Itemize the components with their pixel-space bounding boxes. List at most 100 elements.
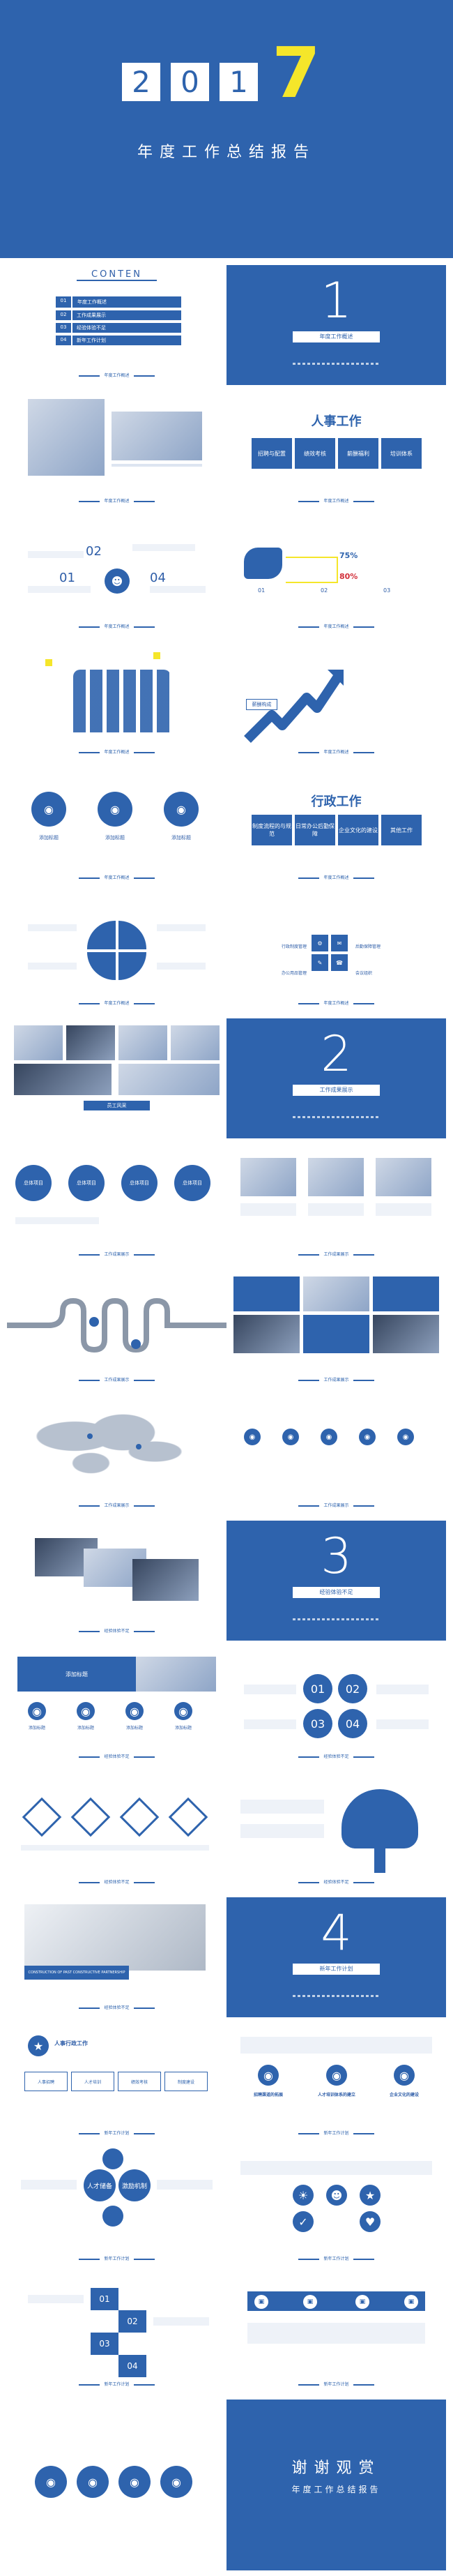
photo-slide: 年度工作概述 [7, 391, 227, 511]
collage-photo [118, 1025, 167, 1060]
plan-label: 人才培训体系的建立 [317, 2093, 355, 2097]
step-box: 04 [118, 2355, 146, 2377]
slide-footer: 工作成果展示 [227, 1251, 446, 1257]
feature-circle: ◉ [98, 792, 132, 827]
person-icon: ☻ [105, 568, 130, 594]
row-icon: ◉ [244, 1429, 261, 1445]
photo-collage-slide: 员工风采 [7, 1018, 227, 1138]
device-icon: ▣ [254, 2295, 268, 2309]
plan-icon: ◉ [326, 2065, 347, 2086]
laptop-photo [24, 1904, 206, 1971]
plan-icon: ◉ [394, 2065, 415, 2086]
admin-tile[interactable]: 日常办公后勤保障 [295, 815, 335, 845]
office-tiles-slide: 工作成果展示 [227, 1270, 446, 1389]
plan-tile[interactable]: 绩效考核 [118, 2072, 161, 2091]
slide-footer: 年度工作概述 [7, 497, 227, 504]
section-label: 工作成果展示 [293, 1085, 380, 1096]
icon-check: ✓ [293, 2211, 314, 2232]
slide-footer: 年度工作概述 [7, 372, 227, 378]
s3-icon: ◉ [174, 1702, 192, 1720]
plan-label: 企业文化的建设 [389, 2093, 419, 2097]
talent-slide: 人才储备 激励机制 新年工作计划 [7, 2148, 227, 2268]
progress-ticks [293, 1618, 380, 1620]
hr-tile[interactable]: 招聘与配置 [252, 438, 292, 469]
admin-tile[interactable]: 制度流程的与规范 [252, 815, 292, 845]
final-circle: ◉ [118, 2466, 151, 2498]
grid-label: 办公用品管理 [281, 971, 307, 976]
icon-person: ☻ [326, 2185, 347, 2206]
text-block [157, 963, 206, 970]
slide-footer: 新年工作计划 [7, 2381, 227, 2387]
s3-label: 添加标题 [77, 1726, 94, 1731]
card-photo [240, 1158, 296, 1196]
text-block [376, 1203, 431, 1216]
grid-label: 会议组织 [355, 971, 373, 976]
thanks-title: 谢谢观赏 [291, 2460, 381, 2477]
cover-title: 年度工作总结报告 [137, 144, 316, 161]
slide-footer: 工作成果展示 [7, 1251, 227, 1257]
circle-label: 添加标题 [105, 835, 125, 841]
banner-photo [136, 1657, 216, 1692]
growth-arrow [244, 670, 344, 743]
hr-tile[interactable]: 薪酬福利 [338, 438, 378, 469]
admin-tile[interactable]: 企业文化的建设 [338, 815, 378, 845]
hr-tile[interactable]: 培训体系 [381, 438, 422, 469]
section-number: 4 [321, 1904, 352, 1961]
section-number: 2 [321, 1025, 352, 1083]
map-slide: 工作成果展示 [7, 1395, 227, 1515]
slide-footer: 年度工作概述 [227, 623, 446, 629]
text-block [28, 2295, 84, 2303]
yellow-marker [45, 659, 52, 666]
num-circle: 03 [303, 1709, 332, 1738]
row-icon: ◉ [321, 1429, 337, 1445]
icon-heart: ♥ [360, 2211, 381, 2232]
tree-slide: 经验体验不足 [227, 1772, 446, 1892]
road-marker [89, 1317, 99, 1327]
digit-box-2: 0 [171, 63, 209, 101]
thanks-slide: 谢谢观赏 年度工作总结报告 [227, 2400, 446, 2570]
section2-slide: 2 工作成果展示 [227, 1018, 446, 1138]
plan-tile[interactable]: 人事招聘 [24, 2072, 68, 2091]
circle-label: 添加标题 [171, 835, 191, 841]
circles3-slide: ◉ ◉ ◉ 添加标题 添加标题 添加标题 年度工作概述 [7, 767, 227, 887]
talent-circle-small [102, 2206, 123, 2227]
header-bar [247, 2291, 425, 2311]
collage-photo [171, 1025, 220, 1060]
bracket-line [286, 557, 338, 583]
stat-num-01: 01 [258, 587, 266, 594]
banner-label: 添加标题 [66, 1671, 88, 1678]
tile-blue [373, 1276, 439, 1311]
talent-circle: 人才储备 [84, 2169, 116, 2201]
talent-circle: 激励机制 [118, 2169, 151, 2201]
plan-tile[interactable]: 人才培训 [71, 2072, 114, 2091]
map-pin [136, 1444, 141, 1449]
plan-tile[interactable]: 制度建设 [164, 2072, 208, 2091]
device-icon: ▣ [355, 2295, 369, 2309]
row-icon: ◉ [359, 1429, 376, 1445]
icon-bulb: ☀ [293, 2185, 314, 2206]
section3-slide: 3 经验体验不足 [227, 1521, 446, 1641]
team-slide: 年度工作概述 [7, 642, 227, 762]
hr-tile[interactable]: 绩效考核 [295, 438, 335, 469]
stack-photo [132, 1559, 199, 1601]
slide-footer: 年度工作概述 [227, 1000, 446, 1006]
num-circle: 02 [338, 1674, 367, 1703]
num-circle: 04 [338, 1709, 367, 1738]
slide-footer: 年度工作概述 [7, 874, 227, 880]
growth-label: 薪酬构成 [246, 699, 277, 710]
feature-circle: ◉ [31, 792, 66, 827]
text-block [153, 2317, 209, 2326]
s3-label: 添加标题 [174, 1726, 192, 1731]
yellow-marker [153, 652, 160, 659]
slide-footer: 新年工作计划 [7, 2130, 227, 2136]
road-path [7, 1297, 227, 1353]
slide-footer: 新年工作计划 [227, 2130, 446, 2136]
admin-tile[interactable]: 其他工作 [381, 815, 422, 845]
slide-footer: 工作成果展示 [227, 1502, 446, 1508]
section1-slide: 1 年度工作概述 [227, 265, 446, 385]
